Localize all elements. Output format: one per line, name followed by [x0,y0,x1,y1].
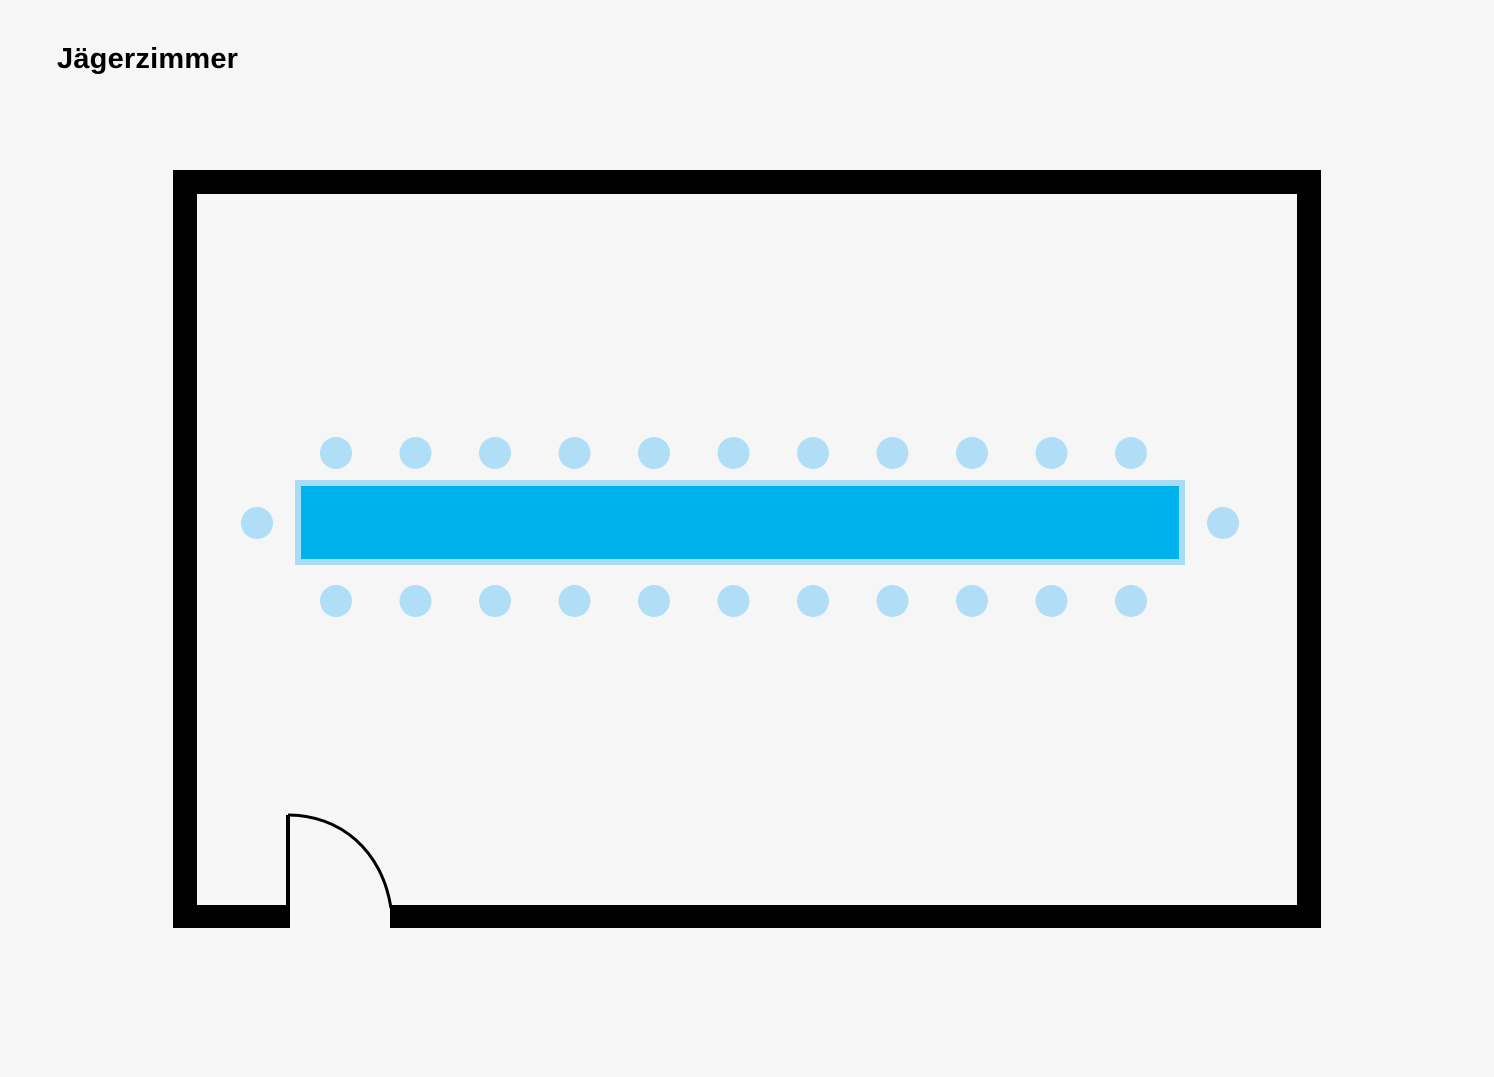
chair-bottom-2 [399,585,432,617]
wall-left [173,170,197,928]
chair-top-9 [956,437,988,469]
chairs-group [241,437,1239,617]
chair-top-3 [479,437,511,469]
door [286,813,393,909]
conference-table [295,480,1185,565]
wall-bottom-left [173,905,290,928]
chair-bottom-10 [1035,585,1068,617]
chair-bottom-6 [717,585,750,617]
chair-top-1 [320,437,352,469]
chair-bottom-3 [479,585,511,617]
chair-bottom-11 [1115,585,1147,617]
chair-bottom-1 [320,585,352,617]
chair-top-8 [876,437,909,469]
wall-bottom-right [390,905,1321,928]
chair-top-10 [1035,437,1068,469]
wall-right [1297,170,1321,928]
room-title: Jägerzimmer [57,43,239,75]
chair-top-6 [717,437,750,469]
chair-top-7 [797,437,829,469]
chair-bottom-9 [956,585,988,617]
chair-bottom-4 [558,585,591,617]
chair-head-right [1207,507,1239,539]
chair-top-5 [638,437,670,469]
chair-bottom-8 [876,585,909,617]
wall-top [173,170,1321,194]
chair-top-4 [558,437,591,469]
chair-bottom-7 [797,585,829,617]
chair-head-left [241,507,273,539]
chair-top-11 [1115,437,1147,469]
chair-top-2 [399,437,432,469]
chair-bottom-5 [638,585,670,617]
door-swing-arc [287,813,393,909]
